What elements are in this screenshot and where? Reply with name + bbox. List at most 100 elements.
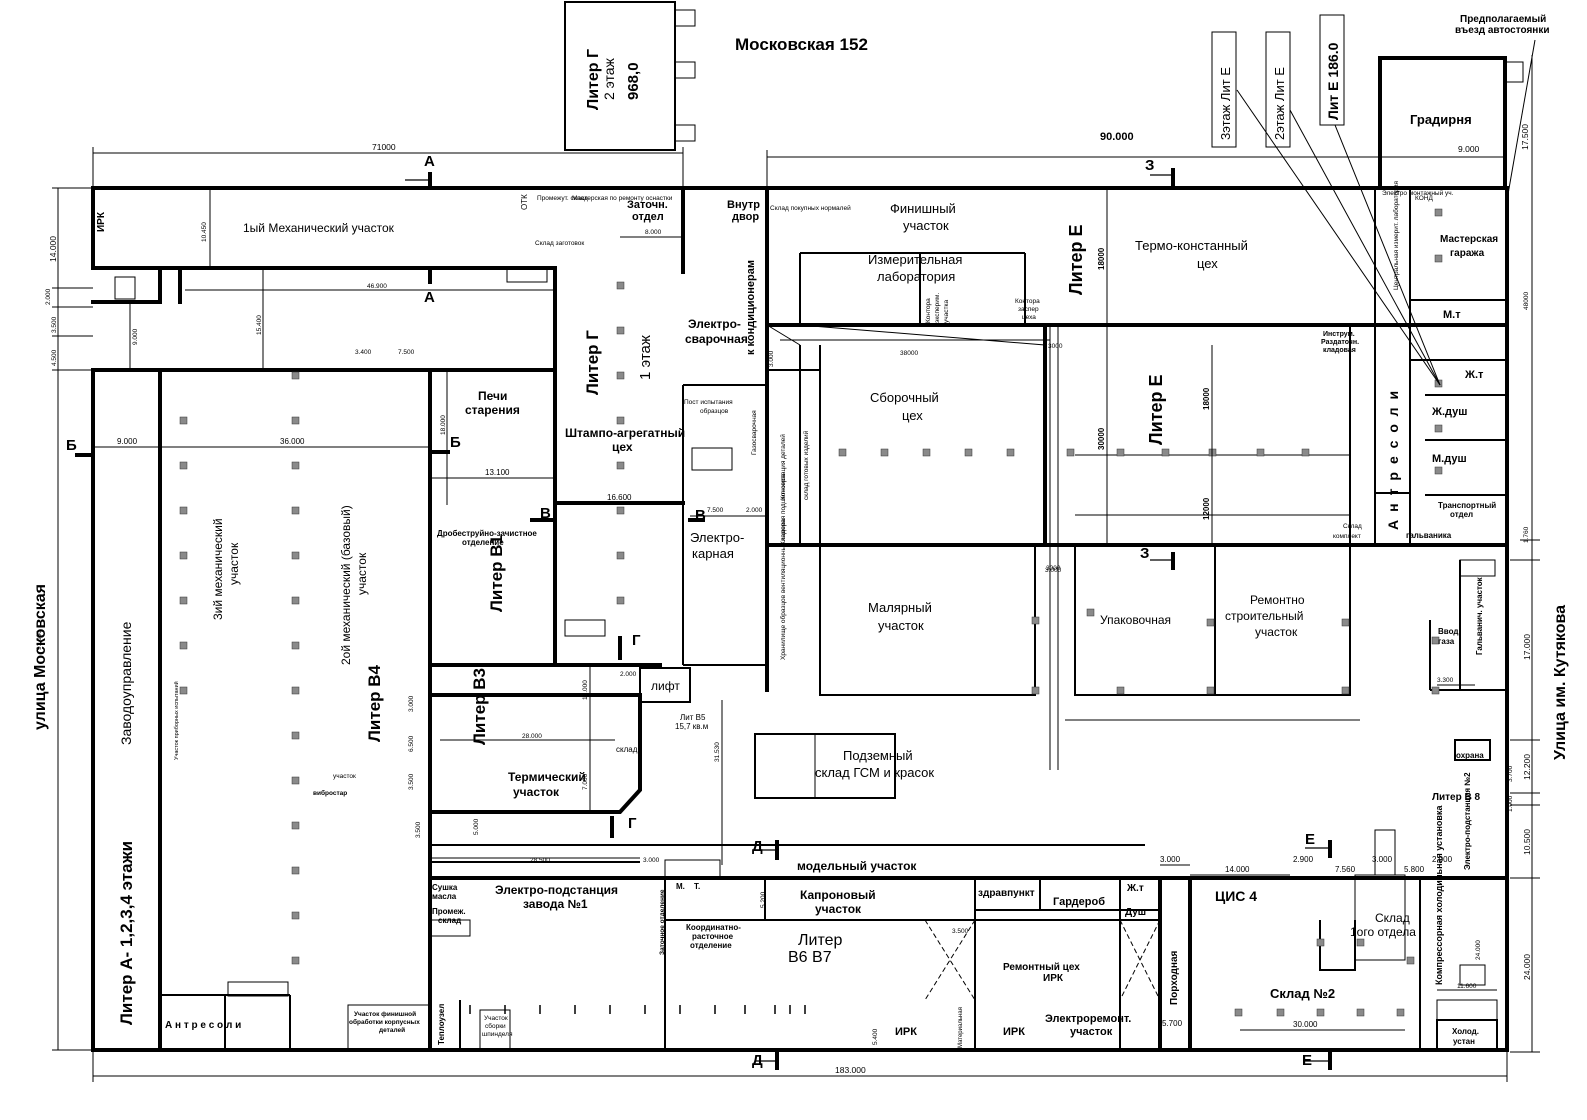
- column-marker: [291, 686, 300, 695]
- room-kladovaya-podsh: Кладовая подшипников: [780, 473, 787, 545]
- column-marker: [616, 281, 625, 290]
- room-post-isp: Пост испытания: [684, 399, 733, 406]
- room-mekh2: 2ой механический (базовый): [339, 505, 353, 665]
- dim-text: 7.560: [1335, 865, 1356, 874]
- room-garderob: Гардероб: [1053, 896, 1105, 908]
- liter-v1: Литер В1: [487, 535, 506, 612]
- liter-g-floor: 1 этаж: [637, 335, 654, 380]
- column-marker: [179, 596, 188, 605]
- room-elektrokar-2: карная: [692, 546, 734, 561]
- room-termich: Термический: [508, 770, 586, 784]
- column-marker: [1006, 448, 1015, 457]
- structural-columns: [179, 208, 1443, 1017]
- room-instr: Инструм.: [1323, 331, 1355, 338]
- floor-tags: 3этаж Лит Е 2этаж Лит Е Лит Е 186.0: [1211, 14, 1536, 386]
- column-marker: [616, 551, 625, 560]
- dim-text: 2.000: [746, 507, 763, 514]
- room-termo: Термо-констанный: [1135, 238, 1248, 253]
- room-mekh1: 1ый Механический участок: [243, 221, 395, 235]
- column-marker: [179, 551, 188, 560]
- column-marker: [291, 371, 300, 380]
- room-mekh2-2: участок: [355, 552, 369, 595]
- room-teplouzel: Теплоузел: [437, 1004, 446, 1045]
- dim-text: 71000: [372, 142, 396, 152]
- dim-text: 28.000: [522, 733, 542, 740]
- room-sklad-komplekt-2: комплект: [1333, 533, 1361, 540]
- room-vnutr: Внутр: [727, 199, 760, 211]
- dim-text: 6.500: [408, 735, 415, 752]
- dim-text: 5.000: [473, 818, 480, 835]
- room-promezh-sklad-2: склад: [438, 916, 461, 925]
- street-top-label: Московская 152: [735, 35, 868, 54]
- column-marker: [616, 416, 625, 425]
- room-instr-3: кладовая: [1323, 347, 1356, 354]
- dim-text: 90.000: [1100, 131, 1134, 143]
- room-remont-irk: Ремонтный цех: [1003, 962, 1080, 973]
- room-elektrokar: Электро-: [690, 530, 744, 545]
- column-marker: [1406, 956, 1415, 965]
- dim-text: 18.000: [440, 415, 447, 435]
- dim-text: 15.400: [256, 315, 263, 335]
- room-shtampo: Штампо-агрегатный: [565, 426, 685, 440]
- room-kapron: Капроновый: [800, 888, 876, 902]
- column-marker: [1356, 1008, 1365, 1017]
- room-sklad-pokup: Склад покупных нормалей: [770, 204, 851, 212]
- dim-text: 38000: [900, 350, 918, 357]
- column-marker: [179, 686, 188, 695]
- section-d-bottom: Д: [752, 1052, 763, 1069]
- room-termich-2: участок: [513, 785, 560, 799]
- room-vibrostar: вибростар: [313, 789, 347, 797]
- dim-text: 12.200: [1522, 754, 1532, 780]
- room-kontora-zasper-2: заспер: [1018, 306, 1039, 313]
- room-kontora-exp-2: эксперим.: [934, 293, 941, 323]
- room-antresoli-bottom: А н т р е с о л и: [165, 1020, 241, 1031]
- liter-v4: Литер В4: [365, 664, 384, 742]
- column-marker: [1066, 448, 1075, 457]
- column-marker: [179, 506, 188, 515]
- room-podzemny-2: склад ГСМ и красок: [815, 765, 934, 780]
- room-kontora-exp: Контора: [925, 298, 932, 323]
- column-marker: [179, 416, 188, 425]
- room-remont-irk-2: ИРК: [1043, 973, 1064, 984]
- room-izmer: Измерительная: [868, 252, 962, 267]
- dim-text: 3.000: [768, 350, 775, 367]
- room-pechi: Печи: [478, 389, 507, 403]
- room-koord-2: расточное: [692, 932, 734, 941]
- room-irk-b1: ИРК: [895, 1026, 917, 1038]
- column-marker: [1116, 448, 1125, 457]
- room-kompressor: Компрессорная холодильная установка: [1434, 805, 1444, 985]
- dim-text: 2.000: [45, 288, 52, 305]
- room-porkhodnaya: Порходная: [1169, 950, 1180, 1005]
- liter-g-top: Литер Г: [585, 49, 602, 110]
- section-d-top: Д: [752, 838, 763, 855]
- dim-text: 30.000: [1293, 1020, 1318, 1029]
- column-marker: [1434, 208, 1443, 217]
- column-marker: [1234, 1008, 1243, 1017]
- room-lit-v5-2: 15,7 кв.м: [675, 722, 708, 731]
- column-marker: [964, 448, 973, 457]
- room-kontora-exp-3: участка: [943, 300, 950, 323]
- room-okhrana: охрана: [1456, 751, 1484, 760]
- room-zh-t2: Ж.т: [1126, 883, 1144, 894]
- room-transport: Транспортный: [1438, 501, 1496, 510]
- dim-text: 1.760: [1523, 526, 1530, 543]
- room-sborka-2: сборки: [485, 1022, 506, 1030]
- column-marker: [616, 461, 625, 470]
- room-koord-3: отделение: [690, 941, 732, 950]
- room-mekh3-2: участок: [227, 542, 241, 585]
- room-zh-dush: Ж.душ: [1431, 406, 1467, 418]
- column-marker: [291, 956, 300, 965]
- column-marker: [880, 448, 889, 457]
- liter-e-mid: Литер Е: [1146, 374, 1166, 445]
- column-marker: [616, 506, 625, 515]
- dim-text: 3.500: [952, 928, 969, 935]
- parking-note: Предполагаемый: [1460, 14, 1546, 25]
- dim-text: 17.500: [1520, 124, 1530, 150]
- room-sklad-gotov: склад готовых изделий: [802, 430, 810, 500]
- dim-text: 7.000: [582, 773, 589, 790]
- section-a-bottom: А: [424, 289, 435, 306]
- room-vvod-gaza: Ввод: [1438, 627, 1458, 636]
- room-gradirnya: Градирня: [1410, 112, 1472, 127]
- column-marker: [1434, 254, 1443, 263]
